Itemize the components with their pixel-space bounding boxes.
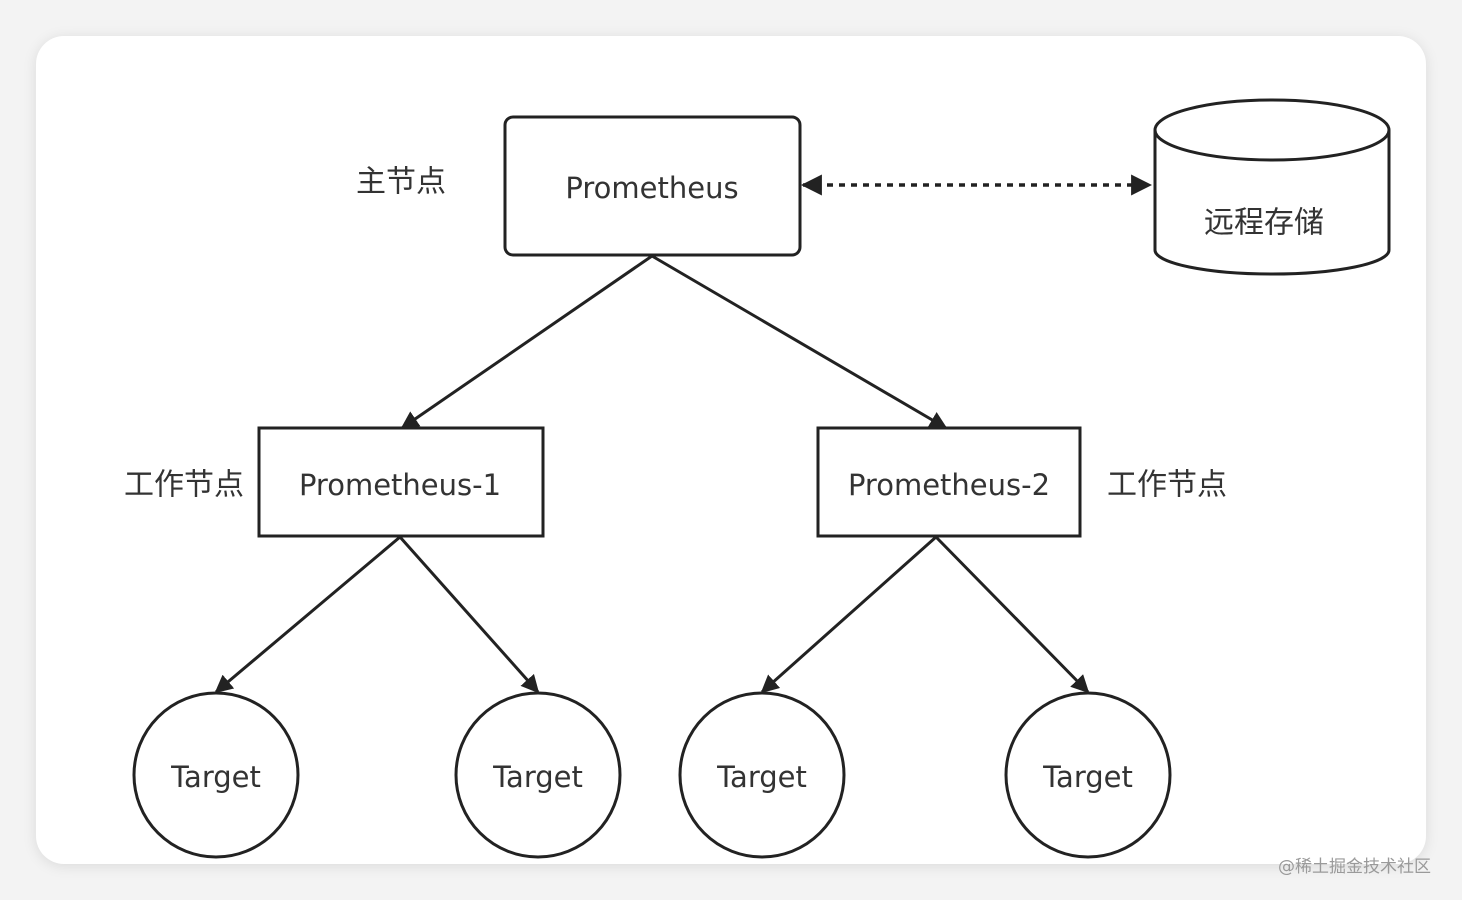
edge-worker-2-target-4 [934,535,1090,694]
target-node-1: Target [132,691,300,859]
target-node-2: Target [454,691,622,859]
target-node-4-label: Target [1042,760,1133,794]
worker-1-role-label: 工作节点 [124,468,244,503]
root-node-label: Prometheus [565,171,738,205]
edge-root-worker-2 [651,254,948,430]
worker-node-1-label: Prometheus-1 [299,468,501,502]
worker-node-2: Prometheus-2 [816,426,1082,538]
edge-worker-1-target-2 [398,536,540,694]
edge-root-worker-1 [400,254,653,430]
worker-2-role-label: 工作节点 [1107,468,1227,503]
worker-node-1: Prometheus-1 [257,426,545,538]
target-node-3: Target [678,691,846,859]
edge-worker-1-target-1 [214,535,401,694]
target-node-1-label: Target [170,760,261,794]
worker-node-2-label: Prometheus-2 [848,468,1050,502]
target-node-2-label: Target [492,760,583,794]
target-node-3-label: Target [716,760,807,794]
watermark: @稀土掘金技术社区 [1278,857,1431,877]
edge-worker-2-target-3 [760,535,937,694]
target-node-4: Target [1004,691,1172,859]
storage-node: 远程存储 [1153,98,1391,276]
root-node: Prometheus [503,115,802,257]
root-role-label: 主节点 [356,165,446,200]
storage-node-label: 远程存储 [1204,206,1324,241]
